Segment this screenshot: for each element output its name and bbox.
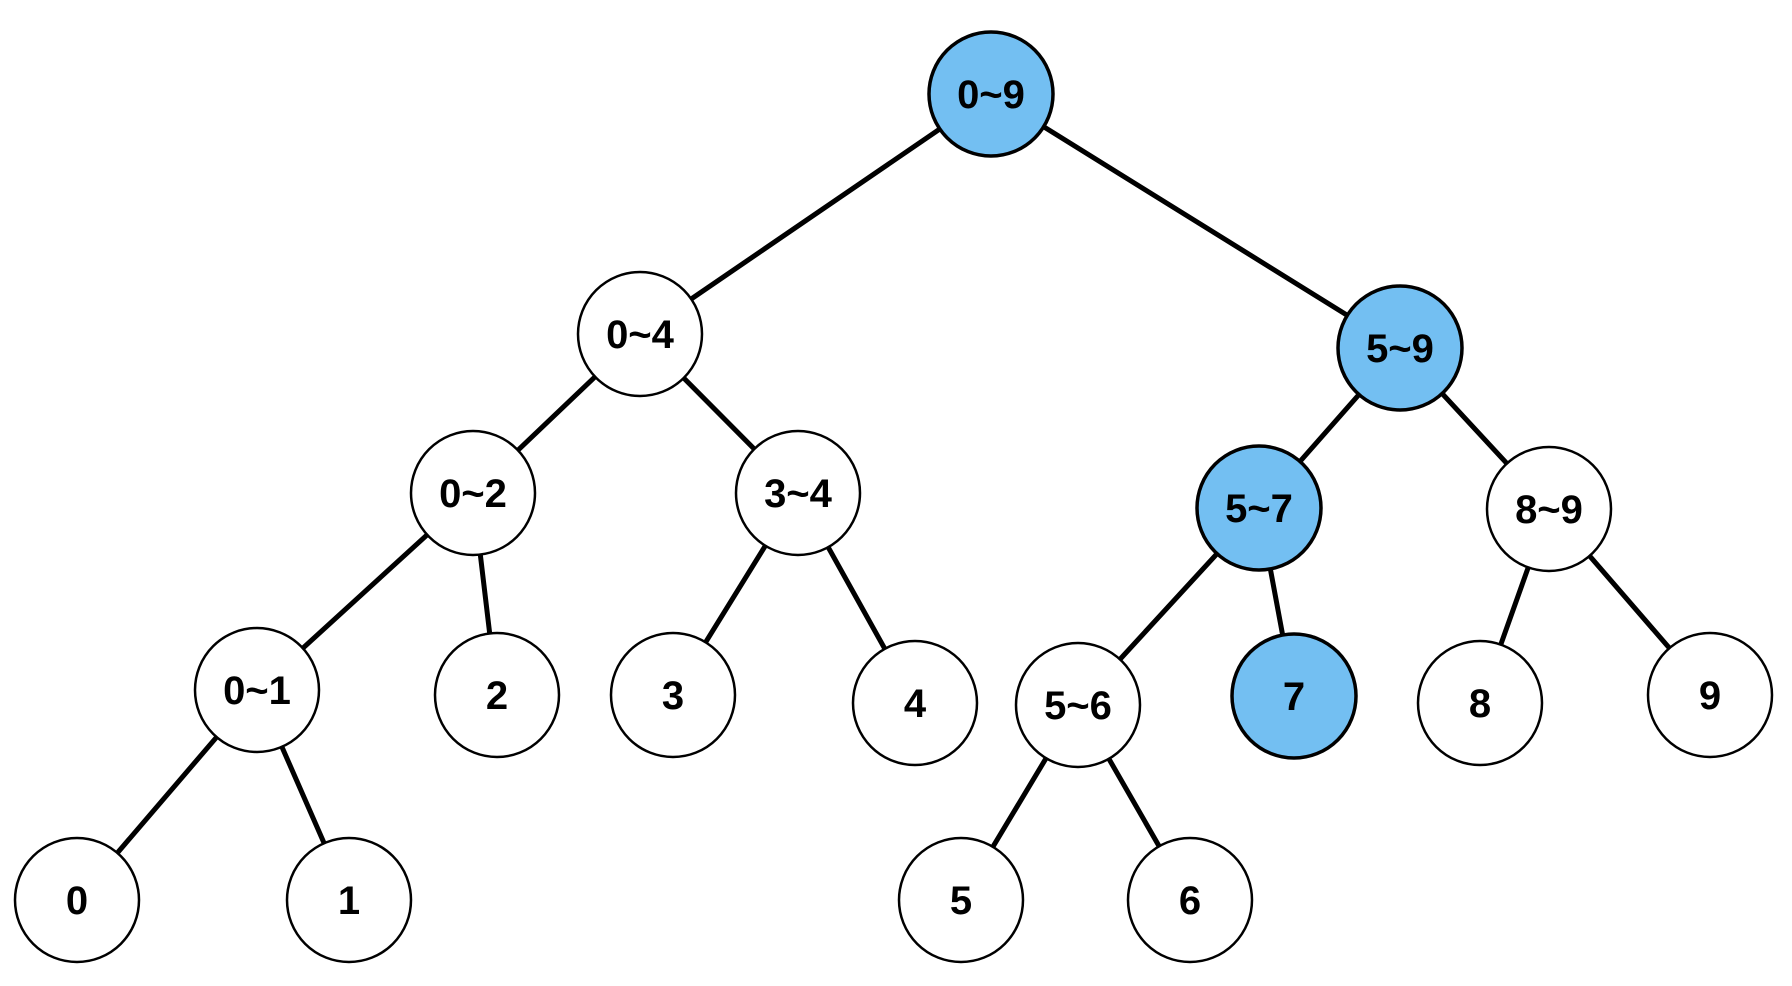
tree-edges-layer bbox=[74, 91, 1713, 903]
tree-node-3 bbox=[609, 631, 737, 759]
tree-node-label-0~4: 0~4 bbox=[606, 313, 675, 357]
tree-edge-0~9-to-5~9 bbox=[988, 91, 1403, 351]
tree-node-8~9 bbox=[1485, 445, 1613, 573]
tree-node-label-9: 9 bbox=[1699, 674, 1721, 718]
tree-node-0~2 bbox=[409, 429, 537, 557]
tree-node-label-0: 0 bbox=[66, 879, 88, 923]
tree-node-0~1 bbox=[193, 626, 321, 754]
tree-node-3~4 bbox=[734, 429, 862, 557]
tree-node-label-5~9: 5~9 bbox=[1366, 327, 1434, 371]
tree-node-4 bbox=[851, 639, 979, 767]
tree-node-label-8: 8 bbox=[1469, 682, 1491, 726]
tree-node-0~9 bbox=[927, 30, 1055, 158]
tree-node-label-0~9: 0~9 bbox=[957, 73, 1025, 117]
tree-node-2 bbox=[433, 631, 561, 759]
tree-node-label-3~4: 3~4 bbox=[764, 472, 833, 516]
tree-node-label-5~6: 5~6 bbox=[1044, 684, 1112, 728]
tree-nodes-layer: 0~9 0~4 5~9 0~2 3~4 5~7 8~9 0~1 2 3 4 5~6 7 8 9 0 1 5 6 bbox=[13, 30, 1774, 964]
tree-node-label-1: 1 bbox=[338, 879, 360, 923]
tree-node-5~6 bbox=[1014, 641, 1142, 769]
tree-node-label-5~7: 5~7 bbox=[1225, 487, 1293, 531]
tree-node-5 bbox=[897, 836, 1025, 964]
tree-node-1 bbox=[285, 836, 413, 964]
tree-node-6 bbox=[1126, 836, 1254, 964]
tree-node-0 bbox=[13, 836, 141, 964]
tree-node-label-2: 2 bbox=[486, 674, 508, 718]
tree-node-label-3: 3 bbox=[662, 674, 684, 718]
tree-node-label-4: 4 bbox=[904, 682, 927, 726]
tree-node-label-0~1: 0~1 bbox=[223, 669, 291, 713]
tree-node-0~4 bbox=[576, 270, 704, 398]
tree-edge-0~9-to-0~4 bbox=[637, 91, 994, 337]
tree-node-label-5: 5 bbox=[950, 879, 972, 923]
tree-node-5~7 bbox=[1195, 444, 1323, 572]
tree-node-5~9 bbox=[1336, 284, 1464, 412]
tree-node-9 bbox=[1646, 631, 1774, 759]
tree-node-8 bbox=[1416, 639, 1544, 767]
tree-node-label-7: 7 bbox=[1283, 675, 1305, 719]
tree-node-7 bbox=[1230, 632, 1358, 760]
tree-node-label-6: 6 bbox=[1179, 879, 1201, 923]
tree-node-label-8~9: 8~9 bbox=[1515, 488, 1583, 532]
tree-node-label-0~2: 0~2 bbox=[439, 472, 507, 516]
